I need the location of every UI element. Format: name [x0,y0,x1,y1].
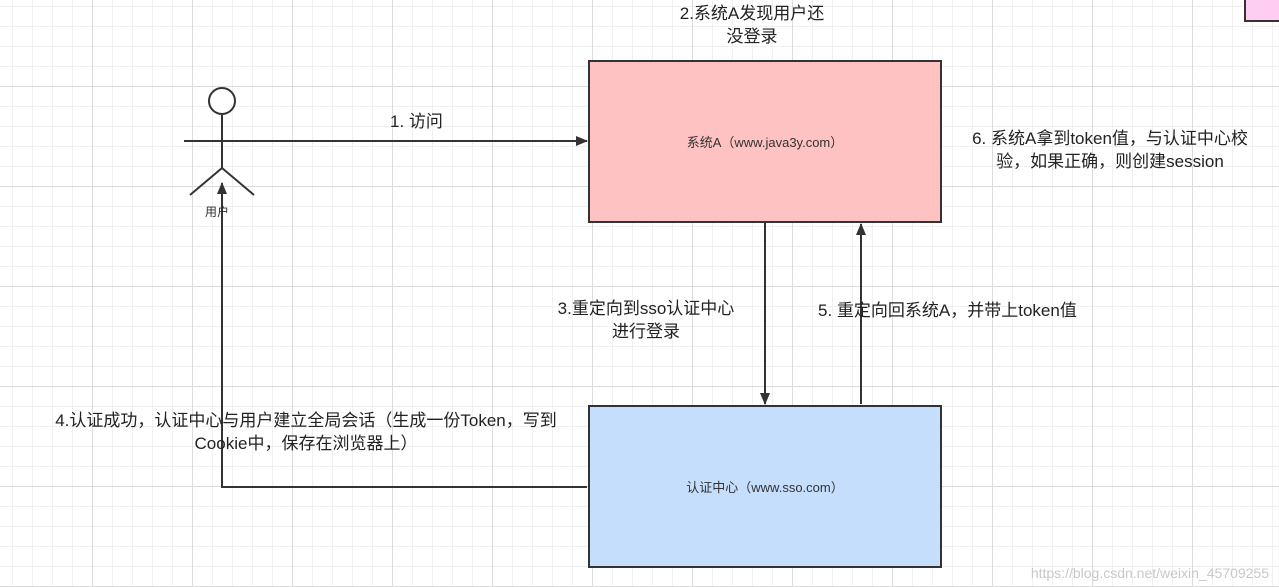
step2-line1: 2.系统A发现用户还 [679,4,825,23]
step5-label: 5. 重定向回系统A，并带上token值 [818,301,1077,320]
actor-head [208,87,236,115]
step3-line1: 3.重定向到sso认证中心 [557,299,735,318]
step2-label: 2.系统A发现用户还 没登录 [612,2,892,48]
step1-label: 1. 访问 [390,112,443,131]
step2-line2: 没登录 [726,27,778,46]
step6-label: 6. 系统A拿到token值，与认证中心校 验，如果正确，则创建session [944,127,1276,173]
sso-node: 认证中心（www.sso.com） [588,405,942,568]
step6-line1: 6. 系统A拿到token值，与认证中心校 [972,129,1248,148]
watermark: https://blog.csdn.net/weixin_45709255 [1030,565,1269,581]
sso-label: 认证中心（www.sso.com） [686,480,844,495]
arrow-step4-auth-success [217,182,587,488]
step4-label: 4.认证成功，认证中心与用户建立全局会话（生成一份Token，写到 Cookie… [6,409,606,455]
actor-right-leg [221,167,255,196]
corner-shape [1244,0,1279,22]
system-a-label: 系统A（www.java3y.com） [686,135,844,150]
user-actor-icon [184,87,260,196]
actor-left-leg [189,167,223,196]
step6-line2: 验，如果正确，则创建session [996,152,1224,171]
step3-line2: 进行登录 [612,322,680,341]
actor-label: 用户 [205,205,230,219]
step4-line2: Cookie中，保存在浏览器上） [194,434,418,453]
step4-line1: 4.认证成功，认证中心与用户建立全局会话（生成一份Token，写到 [55,411,557,430]
system-a-node: 系统A（www.java3y.com） [588,60,942,223]
step3-label: 3.重定向到sso认证中心 进行登录 [506,297,786,343]
